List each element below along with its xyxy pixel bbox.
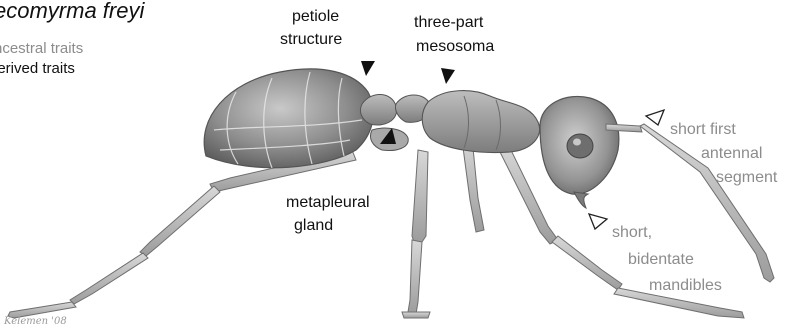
- metapleural-label-line1: metapleural: [286, 194, 370, 212]
- species-title: ecomyrma freyi: [0, 0, 144, 23]
- antennal-label-line3: segment: [716, 169, 777, 187]
- mandible-marker-arrow: [589, 214, 607, 229]
- middle-leg: [402, 150, 430, 318]
- artist-signature: Kelemen '08: [4, 316, 67, 328]
- metapleural-label-line2: gland: [294, 217, 333, 235]
- mandibles-label-line2: bidentate: [628, 251, 694, 269]
- petiole-label-line1: petiole: [292, 8, 339, 26]
- petiole-marker-arrow: [361, 61, 375, 76]
- mandibles-label-line3: mandibles: [649, 277, 722, 295]
- legend-ancestral: ncestral traits: [0, 40, 83, 57]
- antennal-label-line2: antennal: [701, 145, 762, 163]
- compound-eye: [567, 134, 593, 158]
- gaster: [204, 69, 373, 168]
- petiole-node: [360, 94, 396, 125]
- mesosoma: [422, 91, 539, 153]
- mesosoma-label-line2: mesosoma: [416, 38, 494, 56]
- petiole-label-line2: structure: [280, 31, 342, 49]
- antennal-marker-arrow: [646, 110, 664, 125]
- mandibles-label-line1: short,: [612, 224, 652, 242]
- mesosoma-label-line1: three-part: [414, 14, 483, 32]
- legend-derived: lerived traits: [0, 60, 75, 77]
- mesosoma-marker-arrow: [441, 68, 455, 84]
- mandible: [574, 192, 588, 208]
- antennal-label-line1: short first: [670, 121, 736, 139]
